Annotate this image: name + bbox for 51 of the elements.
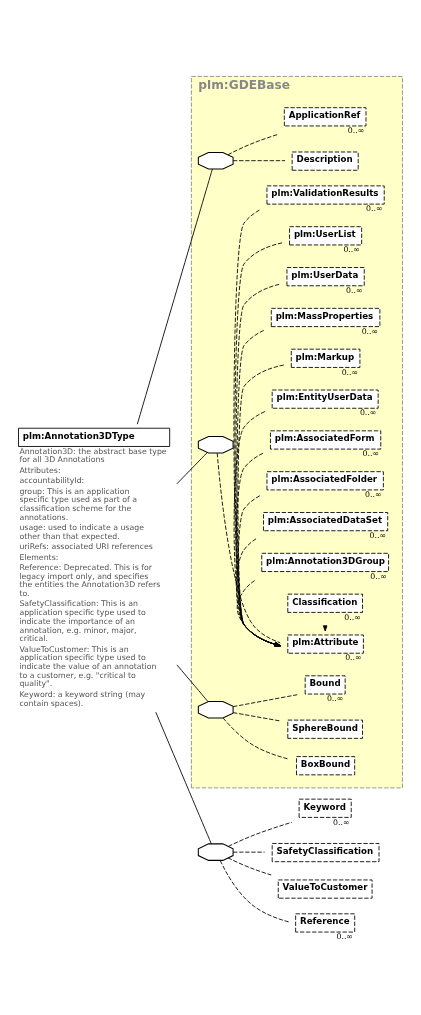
connector [136,168,213,425]
node-label: Attributes: [19,465,61,475]
connector [227,857,272,876]
node-label: Reference: Deprecated. This is for legacy import only, and specifies the entities the Annotation3D refers to. [19,563,161,599]
node-octagon [197,700,234,719]
connector [228,821,293,847]
node-label: Keyword: a keyword string (may contain spaces). [19,689,146,708]
connector [227,134,278,156]
node-label: 0..∞ [346,285,363,295]
node-label: 0..∞ [344,612,361,622]
connector [155,711,212,845]
node-label: 0..∞ [343,245,360,255]
connector [176,664,209,702]
node-label: 0..∞ [361,326,379,336]
node-label: usage: used to indicate a usage other than that expected. [19,523,144,541]
node-label: 0..∞ [359,408,377,418]
node-label: 0..∞ [365,204,383,214]
node-label: uriRefs: associated URI references [19,542,153,552]
node-label: ValueToCustomer: This is an application specific type used to indicate the value of an annotation to a customer, e.g. "critical to quality". [19,644,157,689]
node-label: 0..∞ [345,653,362,663]
arrow [237,364,285,647]
node-label: accountabilityId: [19,476,85,486]
connector [232,712,282,722]
connector [232,851,266,853]
connector [176,452,208,485]
connector [216,452,281,644]
node-label: SafetyClassification: This is an application specific type used to indicate the importance of an annotation, e.g. minor, major, critical. [19,599,146,644]
node-octagon [197,843,234,861]
node-label: 0..∞ [362,449,379,459]
arrow [236,580,281,647]
connector [219,860,290,923]
node-octagon [197,435,234,454]
node-label: 0..∞ [347,126,365,136]
arrow [237,495,281,647]
connector [232,694,299,708]
node-label: 0..∞ [369,530,386,540]
connector [232,160,286,162]
node-label: Annotation3D: the abstract base type for all 3D Annotations [19,446,167,465]
arrow [235,452,281,647]
node-label: 0..∞ [336,932,353,942]
node-label: group: This is an application specific type used as part of a classification scheme for the annotations. [19,486,138,522]
arrow [233,411,281,647]
node-octagon [197,151,234,170]
node-label: 0..∞ [341,367,359,377]
node-label: Elements: [19,552,59,562]
node-label: 0..∞ [332,817,350,827]
node-label: 0..∞ [365,490,382,500]
node-label: 0..∞ [326,694,344,704]
arrow [236,538,281,647]
node-label: 0..∞ [370,571,387,581]
connector [222,717,290,760]
